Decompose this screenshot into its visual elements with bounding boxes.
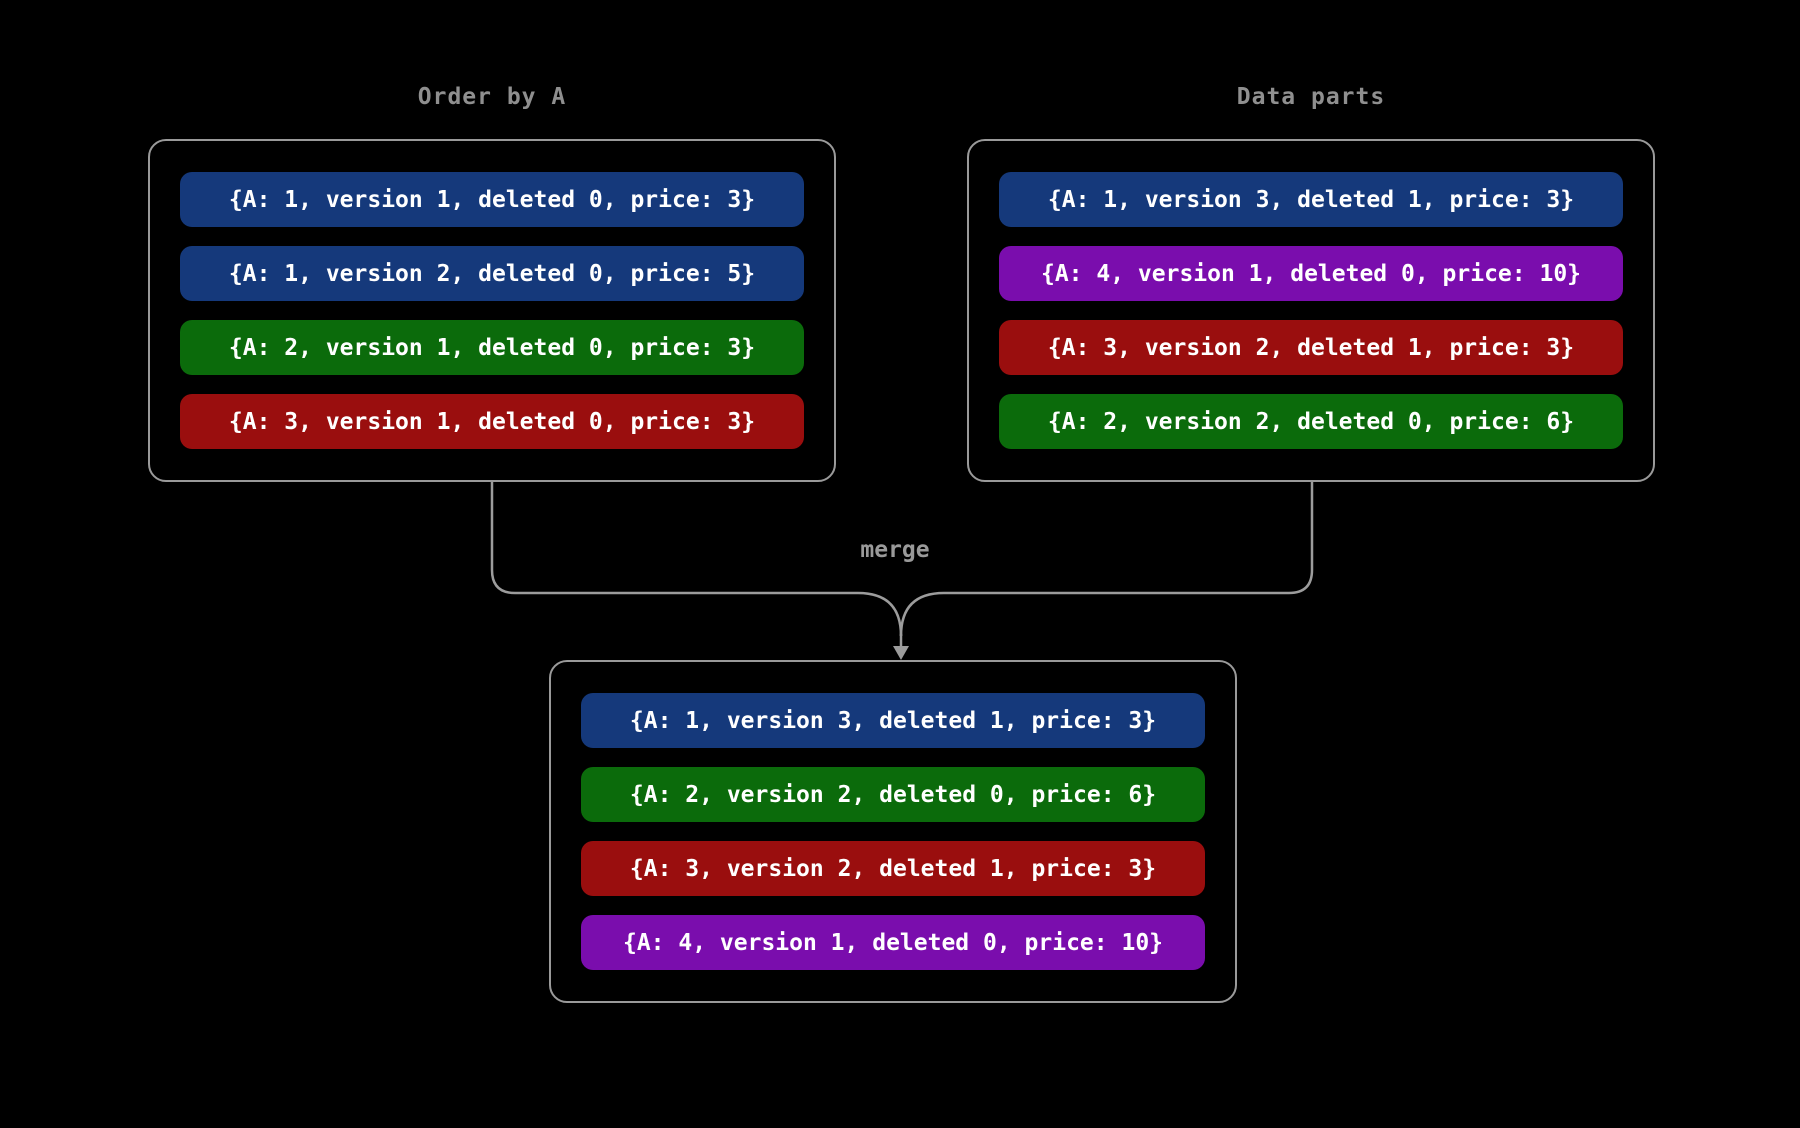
data-row: {A: 3, version 2, deleted 1, price: 3} xyxy=(581,841,1205,896)
data-row: {A: 1, version 3, deleted 1, price: 3} xyxy=(999,172,1623,227)
arrow-head-icon xyxy=(893,646,909,660)
data-row: {A: 1, version 2, deleted 0, price: 5} xyxy=(180,246,804,301)
data-row: {A: 4, version 1, deleted 0, price: 10} xyxy=(999,246,1623,301)
data-row: {A: 3, version 2, deleted 1, price: 3} xyxy=(999,320,1623,375)
data-row: {A: 4, version 1, deleted 0, price: 10} xyxy=(581,915,1205,970)
panel-merged-result: {A: 1, version 3, deleted 1, price: 3} {… xyxy=(549,660,1237,1003)
connector-left xyxy=(490,482,903,637)
data-row: {A: 2, version 2, deleted 0, price: 6} xyxy=(999,394,1623,449)
panel-data-parts: {A: 1, version 3, deleted 1, price: 3} {… xyxy=(967,139,1655,482)
data-row: {A: 1, version 1, deleted 0, price: 3} xyxy=(180,172,804,227)
merge-label: merge xyxy=(860,537,930,563)
connector-right xyxy=(899,482,1314,637)
data-row: {A: 2, version 2, deleted 0, price: 6} xyxy=(581,767,1205,822)
left-panel-title: Order by A xyxy=(417,84,567,110)
data-row: {A: 2, version 1, deleted 0, price: 3} xyxy=(180,320,804,375)
data-row: {A: 1, version 3, deleted 1, price: 3} xyxy=(581,693,1205,748)
right-panel-title: Data parts xyxy=(1236,84,1386,110)
data-row: {A: 3, version 1, deleted 0, price: 3} xyxy=(180,394,804,449)
panel-order-by-a: {A: 1, version 1, deleted 0, price: 3} {… xyxy=(148,139,836,482)
